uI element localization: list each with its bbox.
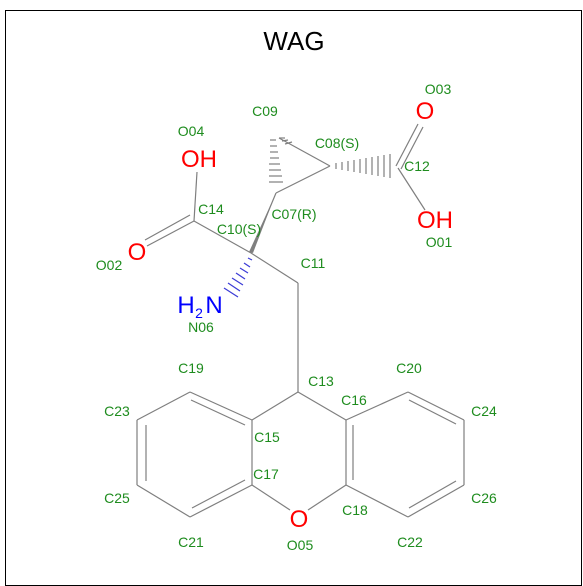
bond-c13-c15: [251, 391, 299, 421]
hashed-bond-c10-n06: [223, 257, 253, 298]
hashed-bond-c07-c09: [269, 139, 283, 183]
bonds: [136, 123, 465, 518]
bond-c09-c08: [278, 137, 331, 167]
bond-c17-o05: [251, 484, 291, 511]
aromatic-right-3: [408, 480, 457, 509]
atom-symbol-o01: OH: [417, 207, 453, 234]
label-c13: C13: [308, 373, 334, 389]
bond-c21-c17: [189, 484, 253, 518]
label-c23: C23: [104, 403, 130, 419]
atom-symbol-o05: O: [290, 506, 309, 533]
bond-c19-c23: [136, 391, 191, 421]
bond-c20-c24: [407, 391, 465, 421]
label-c09: C09: [252, 103, 278, 119]
bond-c07-c10: [250, 192, 277, 254]
atom-labels: O03 C09 O04 C08(S) C12 C14 C07(R) C10(S)…: [96, 81, 497, 553]
label-o04: O04: [178, 123, 205, 139]
aromatic-left-3: [191, 479, 246, 509]
label-n06: N06: [188, 319, 214, 335]
label-o01: O01: [426, 234, 453, 250]
bond-c14-o02-a: [146, 220, 195, 247]
atom-symbol-o03: O: [416, 98, 435, 125]
bond-c12-o01: [397, 167, 426, 211]
label-c16: C16: [341, 392, 367, 408]
bond-c25-c21: [136, 484, 191, 518]
hashed-bond-c08-c12: [335, 154, 391, 178]
label-c08: C08(S): [315, 135, 359, 151]
label-c24: C24: [471, 403, 497, 419]
bond-c18-o05: [307, 484, 347, 511]
label-c22: C22: [397, 534, 423, 550]
bond-c10-c14: [193, 220, 252, 254]
atom-symbol-o04: OH: [181, 146, 217, 173]
label-c07: C07(R): [271, 206, 316, 222]
bond-c26-c22: [407, 484, 465, 518]
label-c12: C12: [404, 158, 430, 174]
diagram-title: WAG: [263, 26, 324, 56]
bond-c14-o04: [193, 171, 198, 222]
label-c17: C17: [253, 466, 279, 482]
label-o03: O03: [425, 81, 452, 97]
label-c18: C18: [342, 502, 368, 518]
label-c14: C14: [198, 201, 224, 217]
structure-frame: [5, 10, 582, 586]
bond-c15-c19: [189, 391, 253, 421]
aromatic-right-2: [408, 399, 457, 425]
bond-c22-c18: [345, 484, 409, 518]
bond-c14-o02-b: [144, 214, 191, 241]
label-c11: C11: [301, 255, 326, 271]
label-c25: C25: [104, 490, 130, 506]
label-c26: C26: [471, 490, 497, 506]
label-c15: C15: [254, 429, 280, 445]
atom-symbol-o02: O: [128, 239, 147, 266]
atom-symbol-n06-subscript: 2: [195, 305, 203, 321]
bond-c12-o03-b: [400, 126, 424, 170]
label-c20: C20: [396, 360, 422, 376]
bond-c16-c20: [345, 391, 409, 421]
label-c10: C10(S): [217, 221, 261, 237]
bond-c12-o03-a: [395, 123, 419, 167]
atom-symbol-n06-n: N: [205, 292, 222, 319]
bond-c07-c08: [275, 165, 331, 194]
bond-c13-c16: [297, 391, 347, 421]
bond-c10-c11: [250, 252, 299, 284]
aromatic-left-1: [190, 399, 246, 426]
label-o05: O05: [287, 537, 314, 553]
label-c21: C21: [178, 534, 204, 550]
label-c19: C19: [178, 360, 204, 376]
heteroatoms: O OH OH O H 2 N O: [128, 98, 453, 533]
label-o02: O02: [96, 257, 123, 273]
atom-symbol-n06-h: H: [177, 292, 194, 319]
